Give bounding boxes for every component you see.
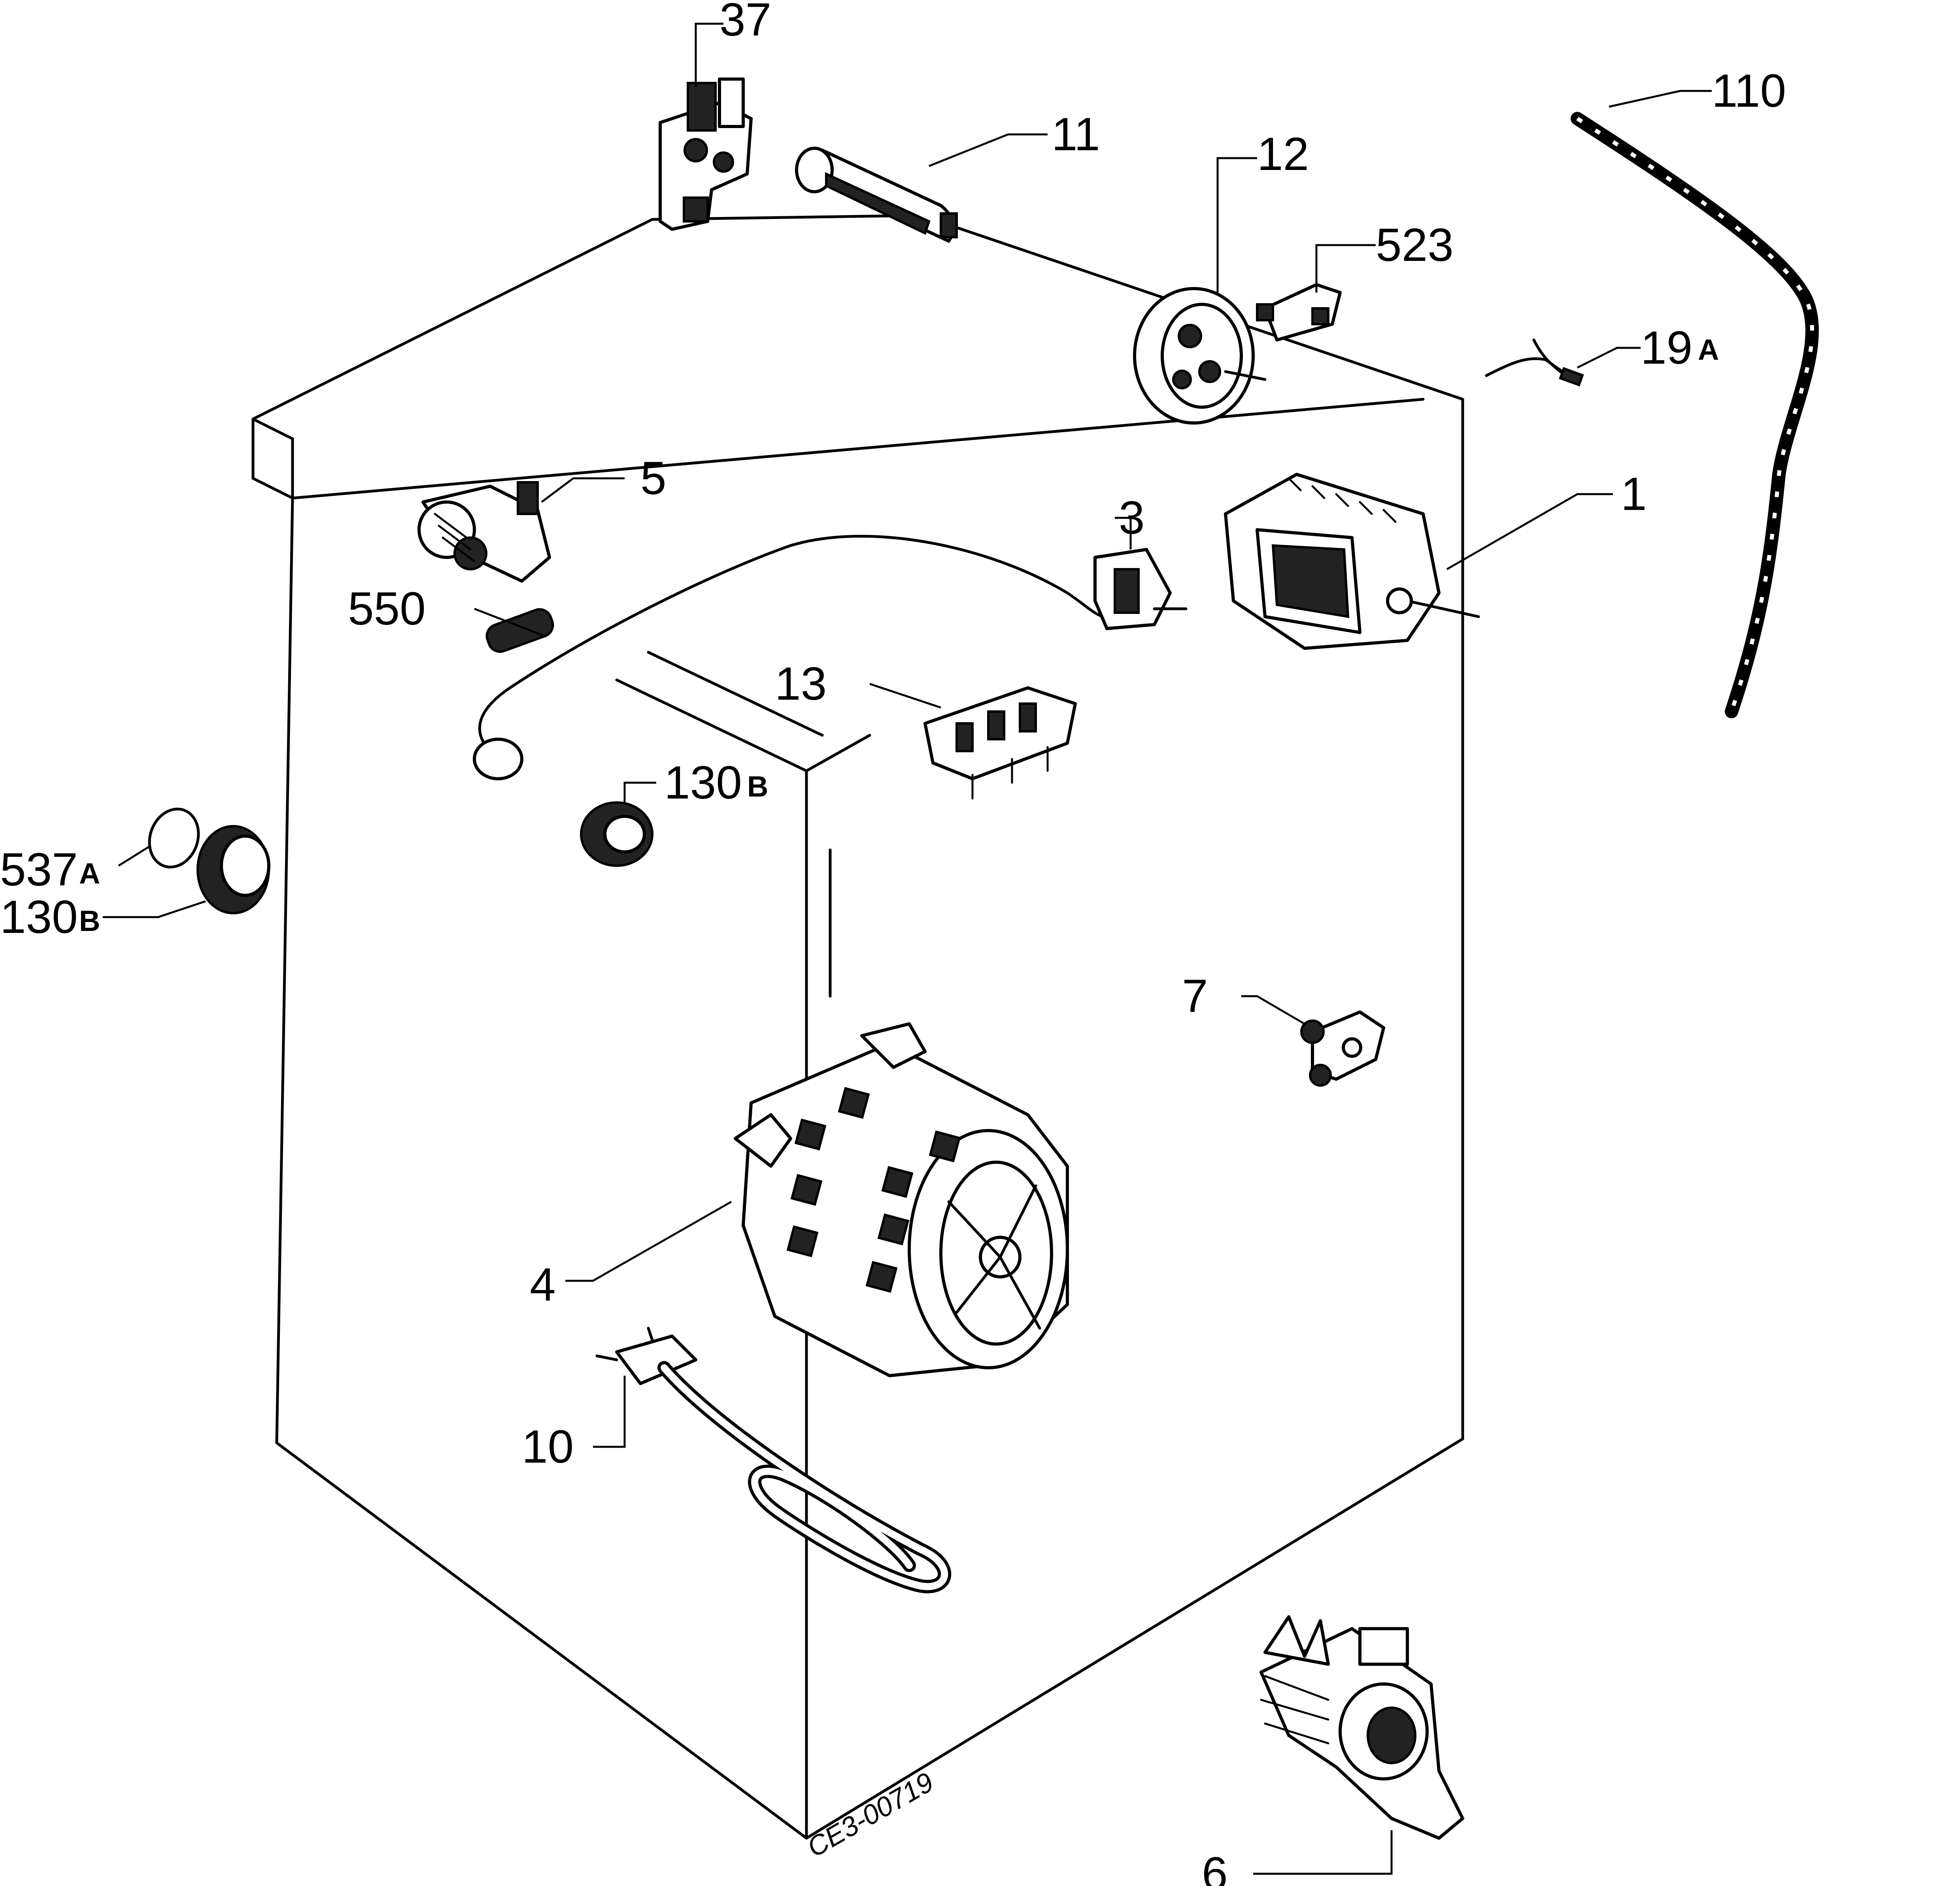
part-11-capacitor	[795, 147, 958, 243]
label-6: 6	[1202, 1848, 1228, 1886]
part-10-heating-element	[595, 1327, 952, 1593]
label-10: 10	[522, 1421, 574, 1473]
part-537a-o-ring	[148, 808, 200, 868]
part-1-timer	[1224, 473, 1480, 650]
label-19-suffix: A	[1698, 333, 1719, 366]
label-523: 523	[1376, 219, 1454, 271]
label-11: 11	[1052, 108, 1100, 160]
drawing-code: CE3-00719	[802, 1766, 939, 1863]
motor-slots	[786, 1087, 961, 1293]
label-37: 37	[719, 0, 771, 46]
part-130b-grommet-left	[196, 825, 270, 914]
label-550: 550	[348, 583, 426, 635]
part-550-sleeve	[485, 608, 554, 653]
label-537a: 537	[0, 844, 78, 896]
label-19: 19	[1641, 322, 1692, 374]
label-130b-left: 130	[0, 891, 78, 943]
part-19a-clip	[1485, 338, 1584, 387]
label-3: 3	[1119, 492, 1145, 544]
label-110: 110	[1712, 65, 1786, 117]
part-12-pressure-switch	[1133, 287, 1267, 425]
part-110-hose	[1571, 112, 1819, 718]
label-5: 5	[640, 452, 667, 504]
label-12: 12	[1257, 128, 1309, 180]
label-7: 7	[1182, 970, 1208, 1022]
part-3-thermostat	[473, 535, 1188, 780]
part-130b-grommet-mid	[580, 801, 653, 867]
label-537a-suffix: A	[79, 857, 100, 890]
cabinet-outline	[251, 214, 1464, 1840]
label-1: 1	[1621, 468, 1647, 520]
label-4: 4	[530, 1259, 556, 1311]
label-130b-mid: 130	[664, 757, 742, 809]
part-7-mounting-plate	[1300, 1010, 1385, 1087]
label-130b-left-suffix: B	[79, 904, 100, 937]
part-5-solenoid-valve	[417, 481, 551, 583]
label-13: 13	[775, 658, 827, 710]
part-6-drain-pump	[1259, 1615, 1464, 1840]
leader-lines	[103, 23, 1712, 1875]
label-130b-mid-suffix: B	[747, 770, 768, 803]
part-523-bracket	[1256, 283, 1342, 342]
part-13-switch-block	[923, 686, 1077, 800]
part-37-suppressor-bracket	[659, 77, 753, 231]
part-4-motor	[734, 1022, 1069, 1377]
part-labels: 37 11 12 523 110 19 A 5 3 1 550 13 130 B…	[0, 0, 1786, 1886]
